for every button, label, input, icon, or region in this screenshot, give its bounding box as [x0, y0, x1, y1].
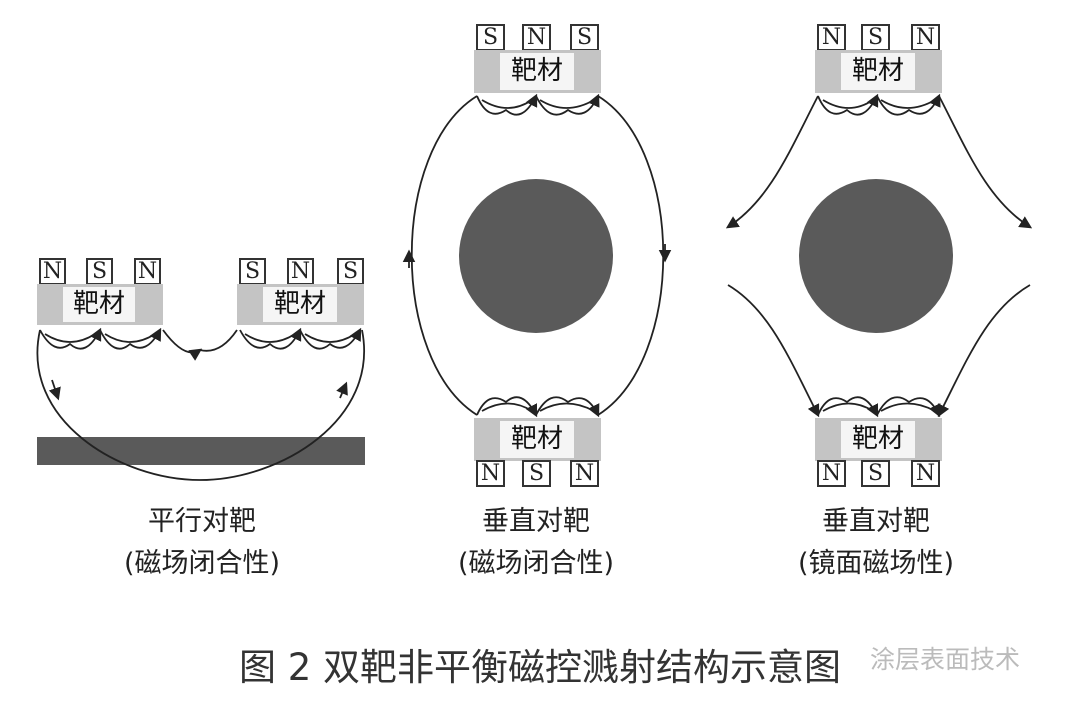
target-left: N S N 靶材: [37, 258, 163, 325]
figure-title: 图 2 双靶非平衡磁控溅射结构示意图: [239, 646, 841, 689]
svg-text:N: N: [527, 25, 546, 50]
caption-line-1: 垂直对靶: [482, 506, 590, 537]
svg-text:靶材: 靶材: [274, 289, 326, 319]
svg-text:N: N: [138, 259, 157, 284]
substrate-disc: [799, 179, 953, 333]
target-label-bg: [500, 53, 574, 90]
magnet-1: N: [817, 24, 846, 51]
caption-line-1: 垂直对靶: [822, 506, 930, 537]
magnet-3: N: [911, 24, 940, 51]
panel-vertical-mirror: N S N 靶材 靶材 N S: [725, 24, 1033, 579]
svg-text:S: S: [483, 25, 498, 50]
magnet-3: S: [570, 24, 599, 51]
svg-text:靶材: 靶材: [511, 424, 563, 454]
svg-text:S: S: [92, 259, 107, 284]
svg-text:N: N: [43, 259, 62, 284]
magnet-1: S: [239, 258, 266, 285]
substrate: [37, 437, 365, 465]
watermark: 涂层表面技术: [870, 645, 1020, 674]
magnet-2: S: [522, 460, 551, 487]
svg-text:S: S: [245, 259, 260, 284]
target-top: S N S 靶材: [474, 24, 601, 93]
svg-text:靶材: 靶材: [73, 289, 125, 319]
magnet-3: N: [134, 258, 161, 285]
target-label-bg: [841, 53, 915, 90]
magnet-2: S: [861, 24, 890, 51]
svg-text:S: S: [868, 461, 883, 486]
target-top: N S N 靶材: [815, 24, 942, 93]
magnet-1: N: [817, 460, 846, 487]
magnet-3: N: [911, 460, 940, 487]
svg-text:N: N: [291, 259, 310, 284]
magnet-2: N: [287, 258, 314, 285]
svg-text:靶材: 靶材: [852, 56, 904, 86]
svg-text:靶材: 靶材: [511, 56, 563, 86]
svg-text:靶材: 靶材: [852, 424, 904, 454]
target-label-bg: [500, 421, 574, 458]
caption-line-2: (磁场闭合性): [458, 548, 614, 579]
panel-parallel: N S N 靶材 S N: [36, 258, 365, 579]
magnet-2: S: [86, 258, 113, 285]
magnet-1: S: [476, 24, 505, 51]
svg-text:N: N: [916, 461, 935, 486]
magnet-3: N: [570, 460, 599, 487]
svg-text:S: S: [577, 25, 592, 50]
svg-text:S: S: [529, 461, 544, 486]
svg-text:S: S: [343, 259, 358, 284]
svg-text:N: N: [481, 461, 500, 486]
magnet-2: N: [522, 24, 551, 51]
svg-text:N: N: [822, 461, 841, 486]
caption-line-2: (镜面磁场性): [798, 548, 954, 579]
panel-vertical-closed: S N S 靶材 靶材 N S: [402, 24, 672, 579]
magnet-1: N: [476, 460, 505, 487]
target-label-bg: [841, 421, 915, 458]
target-label-bg: [63, 287, 135, 322]
magnet-3: S: [337, 258, 364, 285]
caption-line-1: 平行对靶: [148, 506, 256, 537]
field-lines: [402, 93, 672, 418]
svg-text:N: N: [822, 25, 841, 50]
field-lines: [725, 93, 1033, 418]
substrate-disc: [459, 179, 613, 333]
caption-line-2: (磁场闭合性): [124, 548, 280, 579]
svg-text:S: S: [868, 25, 883, 50]
magnet-2: S: [861, 460, 890, 487]
svg-text:N: N: [575, 461, 594, 486]
field-lines: [36, 327, 365, 481]
target-label-bg: [263, 287, 337, 322]
magnet-1: N: [39, 258, 66, 285]
target-right: S N S 靶材: [237, 258, 364, 325]
svg-text:N: N: [916, 25, 935, 50]
target-bottom: 靶材 N S N: [815, 418, 942, 487]
target-bottom: 靶材 N S N: [474, 418, 601, 487]
